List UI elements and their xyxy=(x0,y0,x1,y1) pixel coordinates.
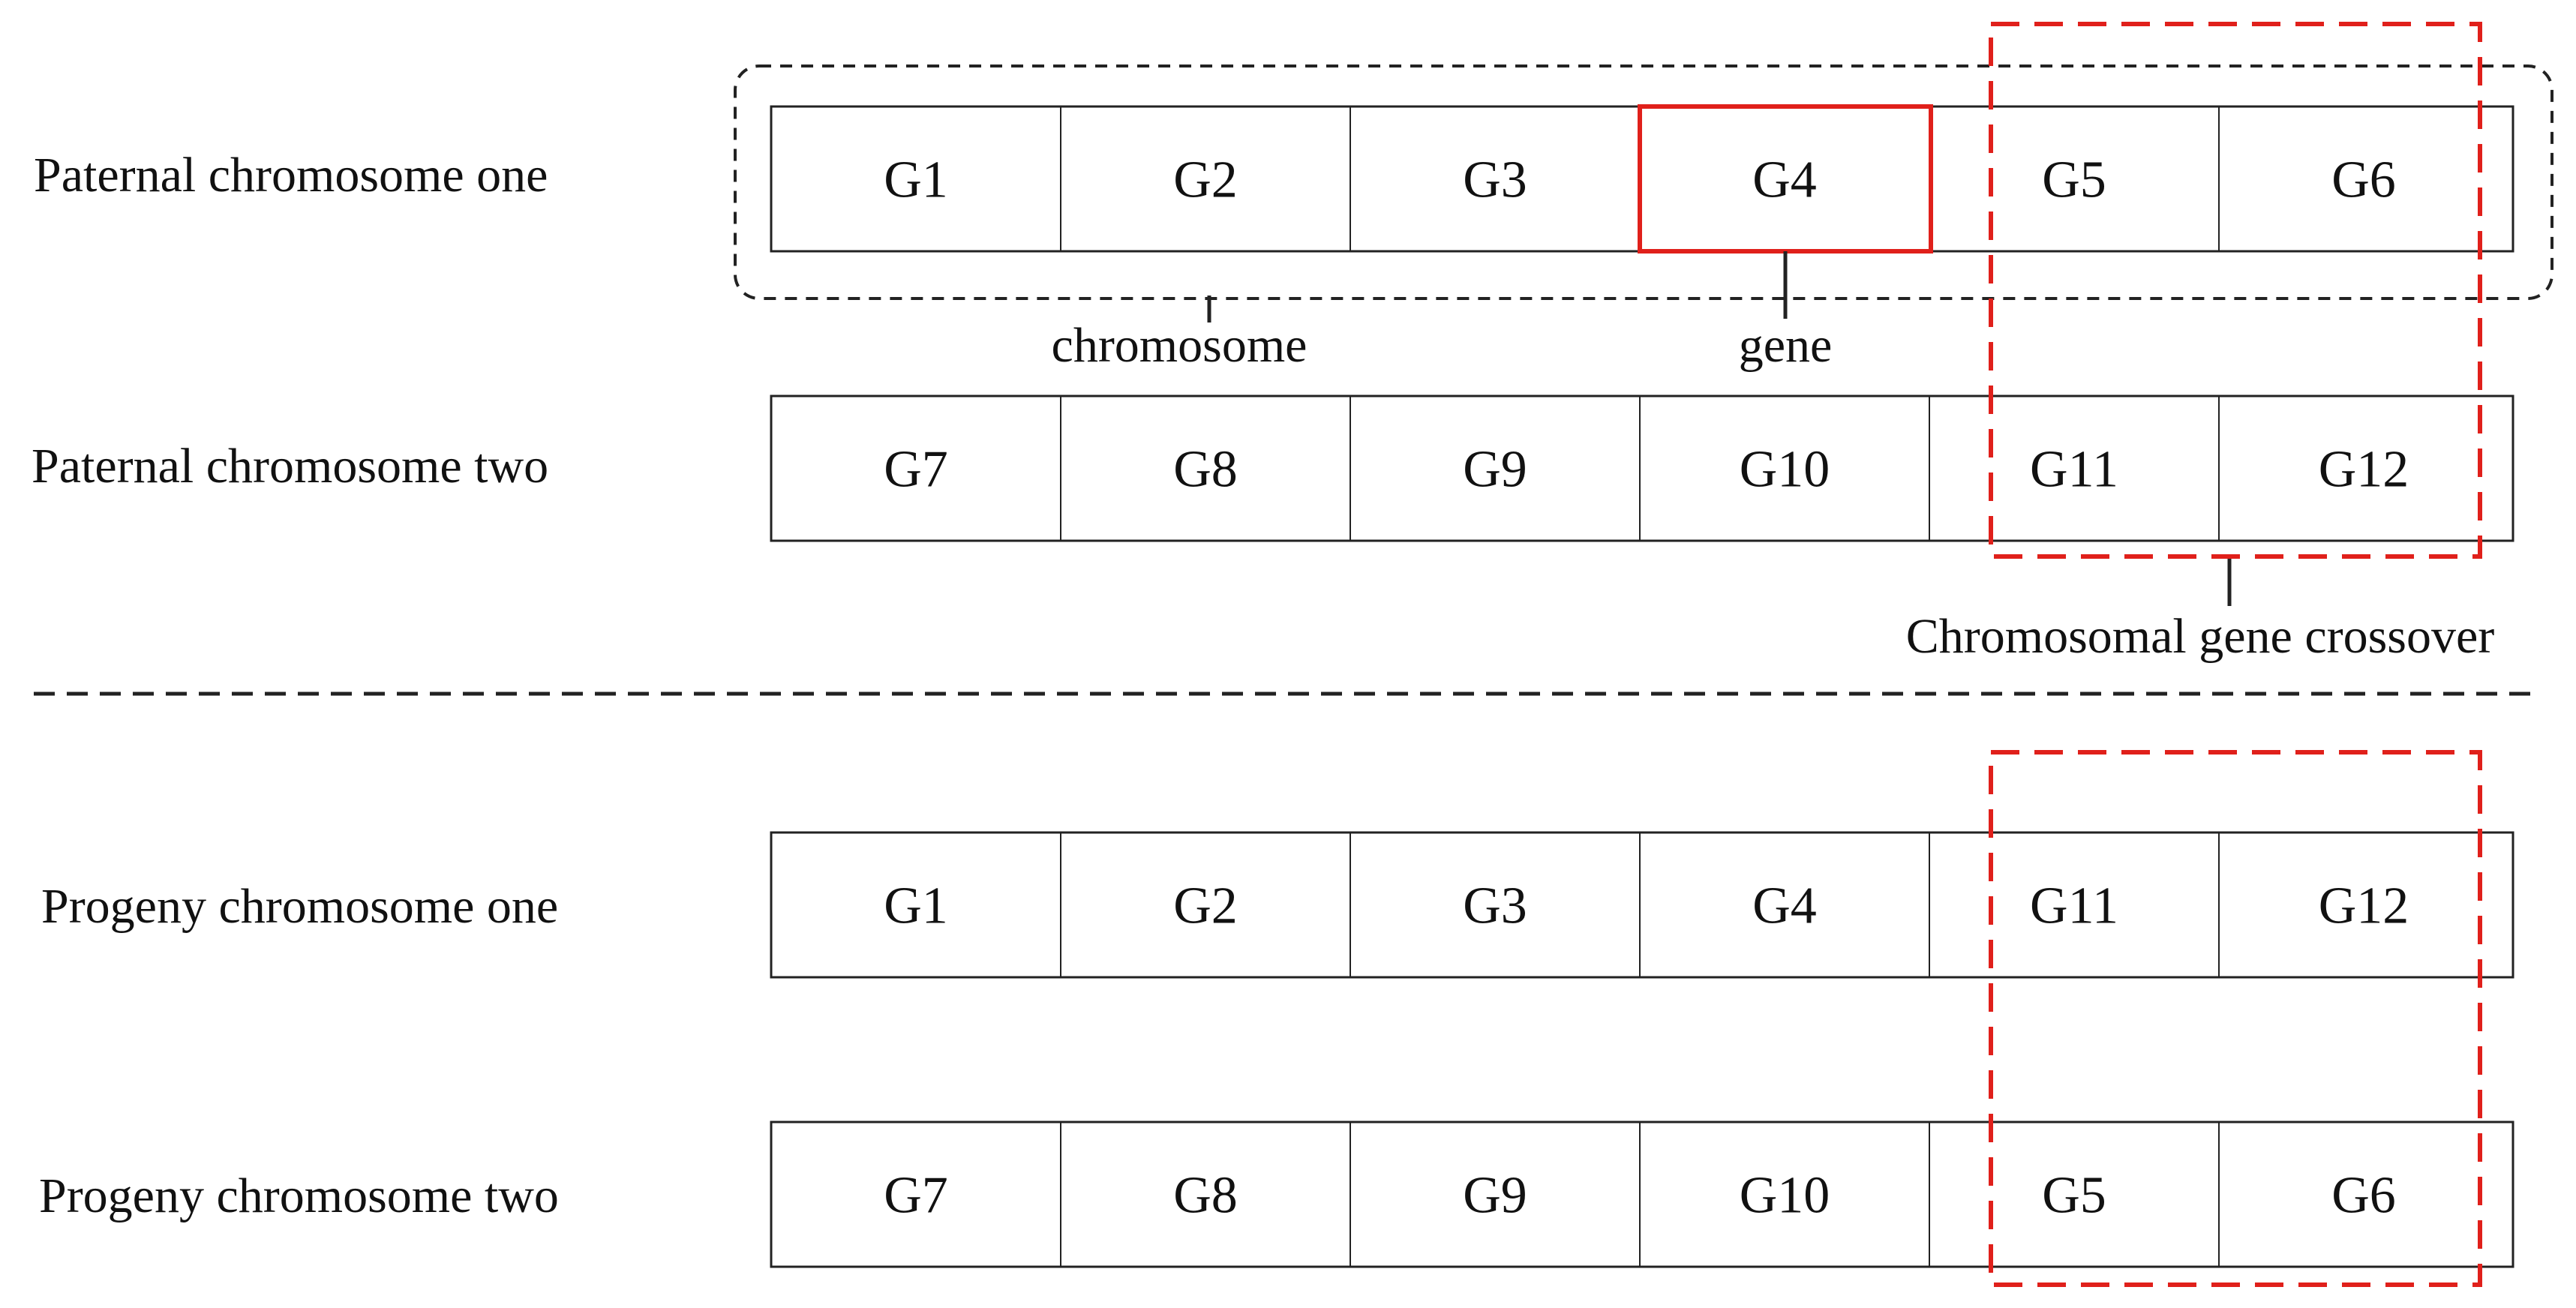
gene-label-g1: G1 xyxy=(884,878,948,935)
row-label-progeny-two: Progeny chromosome two xyxy=(39,1168,559,1223)
gene-label-g12: G12 xyxy=(2319,878,2409,935)
chromosome-box xyxy=(770,394,2514,542)
gene-label-g2: G2 xyxy=(1173,878,1238,935)
chromosome-callout-label: chromosome xyxy=(1052,318,1308,373)
gene-label-g3: G3 xyxy=(1463,878,1527,935)
gene-label-g6: G6 xyxy=(2331,1167,2396,1225)
crossover-callout-label: Chromosomal gene crossover xyxy=(1906,609,2495,664)
chromosome-group-outline xyxy=(734,64,2553,300)
gene-label-g5: G5 xyxy=(2042,152,2106,209)
gene-label-g10: G10 xyxy=(1740,441,1830,499)
gene-label-g11: G11 xyxy=(2030,878,2118,935)
gene-label-g2: G2 xyxy=(1173,152,1238,209)
gene-label-g9: G9 xyxy=(1463,1167,1527,1225)
gene-label-g11: G11 xyxy=(2030,441,2118,499)
gene-label-g5: G5 xyxy=(2042,1167,2106,1225)
gene-label-g7: G7 xyxy=(884,1167,948,1225)
gene-callout-label: gene xyxy=(1739,318,1833,373)
gene-label-g6: G6 xyxy=(2331,152,2396,209)
gene-label-g10: G10 xyxy=(1740,1167,1830,1225)
row-label-paternal-one: Paternal chromosome one xyxy=(34,148,548,202)
chromosome-box xyxy=(770,1120,2514,1268)
gene-label-g8: G8 xyxy=(1173,441,1238,499)
gene-label-g3: G3 xyxy=(1463,152,1527,209)
chromosome-progeny-one: G1 G2 G3 G4 G11 G12 xyxy=(770,831,2514,979)
crossover-region-paternal xyxy=(1989,22,2482,559)
gene-label-g1: G1 xyxy=(884,152,948,209)
crossover-region-progeny xyxy=(1989,750,2482,1287)
gene-label-g9: G9 xyxy=(1463,441,1527,499)
row-label-progeny-one: Progeny chromosome one xyxy=(41,879,558,934)
gene-label-g8: G8 xyxy=(1173,1167,1238,1225)
chromosome-paternal-two: G7 G8 G9 G10 G11 G12 xyxy=(770,394,2514,542)
gene-label-g7: G7 xyxy=(884,441,948,499)
gene-label-g4: G4 xyxy=(1752,152,1817,209)
chromosome-box xyxy=(770,831,2514,979)
gene-label-g4: G4 xyxy=(1752,878,1817,935)
gene-label-g12: G12 xyxy=(2319,441,2409,499)
chromosome-progeny-two: G7 G8 G9 G10 G5 G6 xyxy=(770,1120,2514,1268)
row-label-paternal-two: Paternal chromosome two xyxy=(32,439,548,494)
